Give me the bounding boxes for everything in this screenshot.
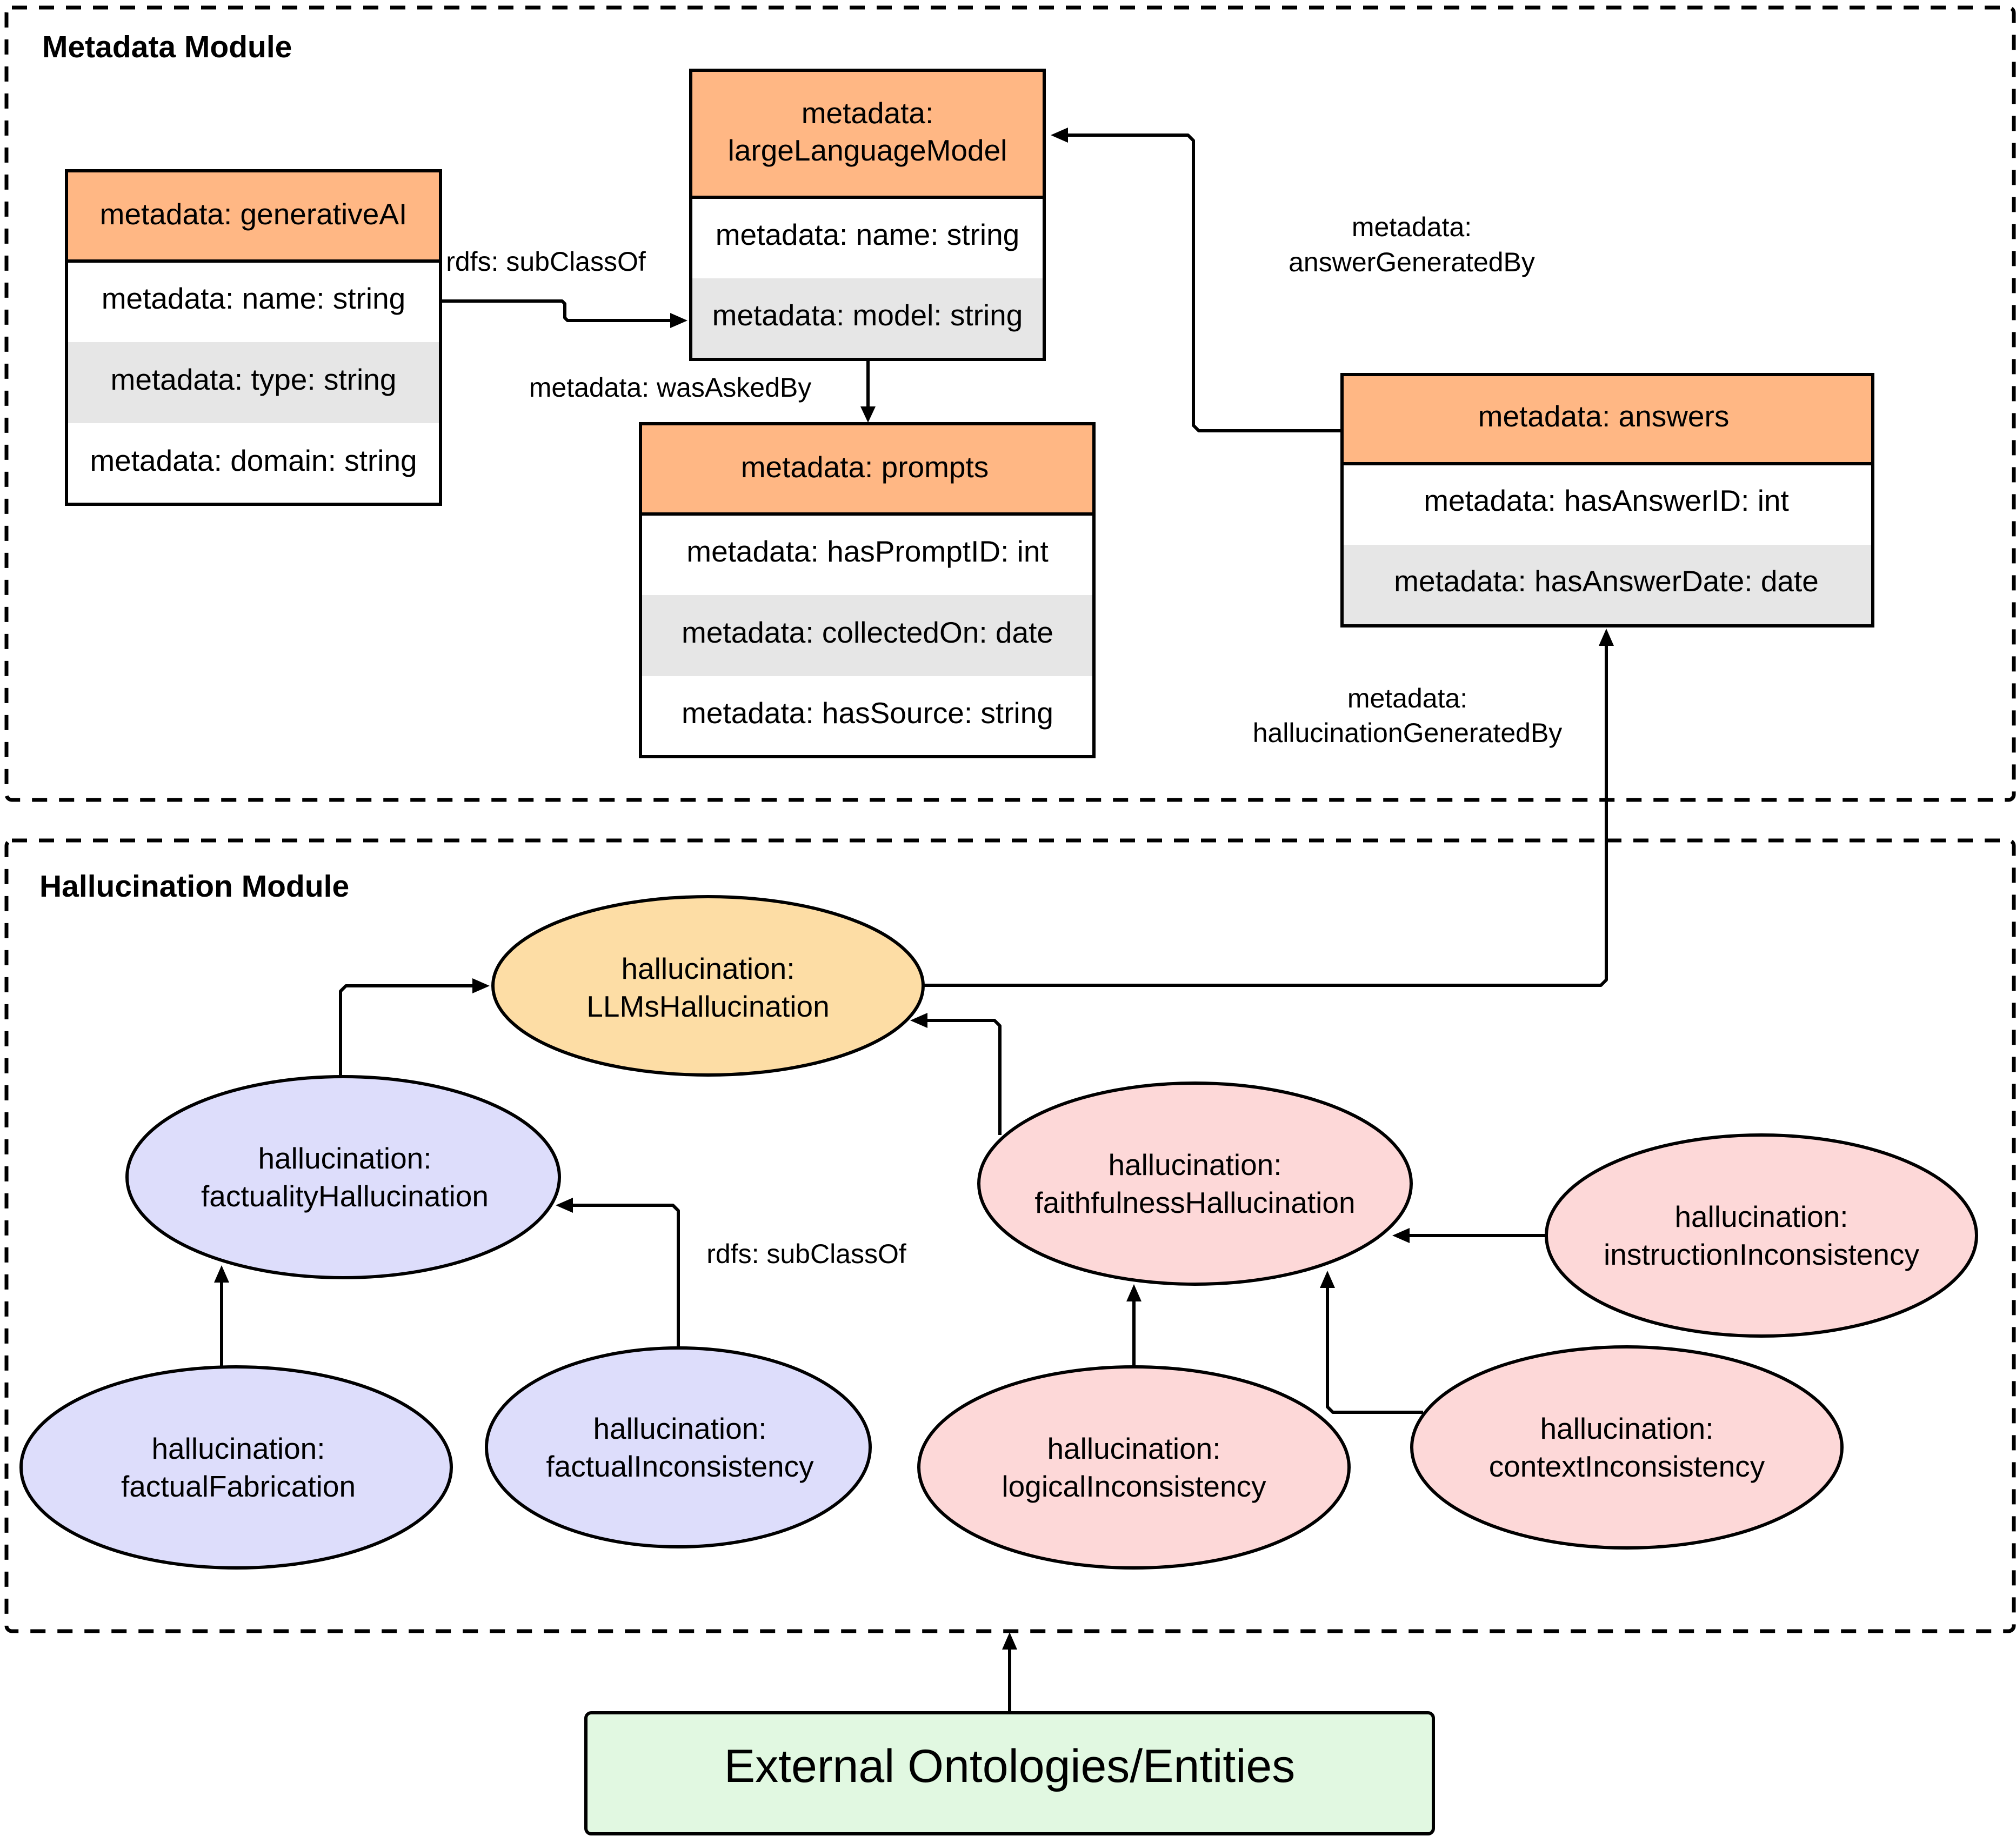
external-ontologies-label: External Ontologies/Entities <box>724 1740 1295 1792</box>
class-row-bg <box>691 278 1044 359</box>
edge-label-hallucination-generated-by-line2: hallucinationGeneratedBy <box>1253 718 1563 748</box>
class-header-generative-ai: metadata: generativeAI <box>100 197 408 231</box>
class-row-bg <box>691 197 1044 278</box>
class-box-large-language-model: metadata: largeLanguageModel metadata: n… <box>689 69 1046 361</box>
edge-llm-wasaskedby-prompts <box>860 361 876 423</box>
node-label-line1: hallucination: <box>1047 1432 1220 1465</box>
class-row-bg <box>640 676 1094 757</box>
edge-external-to-hallucination-module <box>1002 1632 1017 1712</box>
node-label-line2: factualityHallucination <box>201 1179 489 1213</box>
class-attribute-has-prompt-id: metadata: hasPromptID: int <box>686 535 1048 568</box>
edge-factuality-to-llms-hallucination <box>339 978 490 1077</box>
node-faithfulness-hallucination: hallucination: faithfulnessHallucination <box>977 1081 1413 1286</box>
class-header-answers: metadata: answers <box>1478 399 1730 433</box>
node-label-line2: factualFabrication <box>121 1470 356 1503</box>
class-header-bg <box>66 171 440 261</box>
class-header-prompts: metadata: prompts <box>741 450 989 484</box>
class-attribute-has-answer-id: metadata: hasAnswerID: int <box>1424 484 1789 517</box>
class-attribute-domain: metadata: domain: string <box>90 444 417 477</box>
edge-answers-answergeneratedby-llm <box>1051 128 1341 432</box>
edge-label-hallucination-generated-by-line1: metadata: <box>1347 683 1467 713</box>
edge-label-answer-generated-by-line2: answerGeneratedBy <box>1289 247 1535 277</box>
edge-instruction-inconsistency-to-faithfulness <box>1392 1228 1547 1243</box>
edge-factual-fabrication-to-factuality <box>214 1265 229 1367</box>
external-ontologies-box: External Ontologies/Entities <box>584 1711 1435 1835</box>
class-box-prompts: metadata: prompts metadata: hasPromptID:… <box>639 422 1096 758</box>
class-header-bg <box>691 70 1044 197</box>
node-label-line2: logicalInconsistency <box>1002 1470 1266 1503</box>
class-header-llm-line1: metadata: <box>802 96 934 130</box>
node-label-line2: factualInconsistency <box>546 1450 814 1483</box>
node-label-line1: hallucination: <box>151 1432 325 1465</box>
class-box-generative-ai: metadata: generativeAI metadata: name: s… <box>65 169 442 506</box>
class-header-bg <box>640 424 1094 514</box>
hallucination-module-frame <box>4 838 2016 1633</box>
class-attribute-name: metadata: name: string <box>102 282 406 315</box>
edge-factual-inconsistency-to-factuality <box>556 1198 680 1347</box>
edge-label-was-asked-by: metadata: wasAskedBy <box>529 372 812 403</box>
node-llms-hallucination: hallucination: LLMsHallucination <box>491 895 925 1077</box>
class-row-bg <box>66 342 440 423</box>
metadata-module-title: Metadata Module <box>42 30 292 64</box>
node-label-line1: hallucination: <box>593 1412 766 1445</box>
metadata-module-frame <box>4 5 2016 802</box>
class-attribute-collected-on: metadata: collectedOn: date <box>682 616 1053 649</box>
edge-label-rdfs-subclassof-metadata: rdfs: subClassOf <box>446 246 646 277</box>
class-row-bg <box>640 514 1094 595</box>
class-attribute-model: metadata: model: string <box>712 298 1023 332</box>
node-factuality-hallucination: hallucination: factualityHallucination <box>125 1075 561 1279</box>
edge-generativeai-subclassof-llm <box>440 299 687 328</box>
node-label-line1: hallucination: <box>258 1141 431 1175</box>
edge-logical-inconsistency-to-faithfulness <box>1126 1284 1141 1367</box>
node-label-line1: hallucination: <box>1540 1412 1713 1445</box>
edge-label-answer-generated-by-line1: metadata: <box>1352 212 1472 242</box>
node-label-line1: hallucination: <box>1108 1148 1281 1181</box>
node-label-line2: LLMsHallucination <box>586 990 829 1023</box>
node-instruction-inconsistency: hallucination: instructionInconsistency <box>1545 1133 1978 1338</box>
node-label-line2: contextInconsistency <box>1489 1450 1765 1483</box>
class-row-bg <box>640 595 1094 676</box>
class-header-llm-line2: largeLanguageModel <box>728 133 1007 167</box>
class-attribute-name: metadata: name: string <box>716 218 1020 251</box>
class-header-bg <box>1342 375 1873 464</box>
class-attribute-type: metadata: type: string <box>111 363 397 396</box>
node-factual-inconsistency: hallucination: factualInconsistency <box>485 1346 872 1548</box>
node-factual-fabrication: hallucination: factualFabrication <box>19 1365 453 1570</box>
class-row-bg <box>66 423 440 504</box>
edge-llmshallucination-hallucinationgeneratedby-answers <box>924 629 1614 987</box>
class-row-bg <box>1342 545 1873 626</box>
node-label-line1: hallucination: <box>1674 1200 1848 1233</box>
node-logical-inconsistency: hallucination: logicalInconsistency <box>917 1365 1351 1570</box>
node-label-line2: faithfulnessHallucination <box>1034 1186 1355 1219</box>
class-attribute-has-source: metadata: hasSource: string <box>682 696 1053 730</box>
edge-label-rdfs-subclassof-hallucination: rdfs: subClassOf <box>706 1239 906 1269</box>
edge-faithfulness-to-llms-hallucination <box>910 1013 1002 1135</box>
node-label-line1: hallucination: <box>621 952 795 985</box>
edge-context-inconsistency-to-faithfulness <box>1320 1271 1423 1414</box>
node-context-inconsistency: hallucination: contextInconsistency <box>1410 1345 1844 1550</box>
class-box-answers: metadata: answers metadata: hasAnswerID:… <box>1340 373 1874 627</box>
class-attribute-has-answer-date: metadata: hasAnswerDate: date <box>1394 564 1819 598</box>
hallucination-module-title: Hallucination Module <box>39 869 349 904</box>
class-row-bg <box>66 261 440 342</box>
class-row-bg <box>1342 464 1873 545</box>
node-label-line2: instructionInconsistency <box>1604 1238 1919 1271</box>
